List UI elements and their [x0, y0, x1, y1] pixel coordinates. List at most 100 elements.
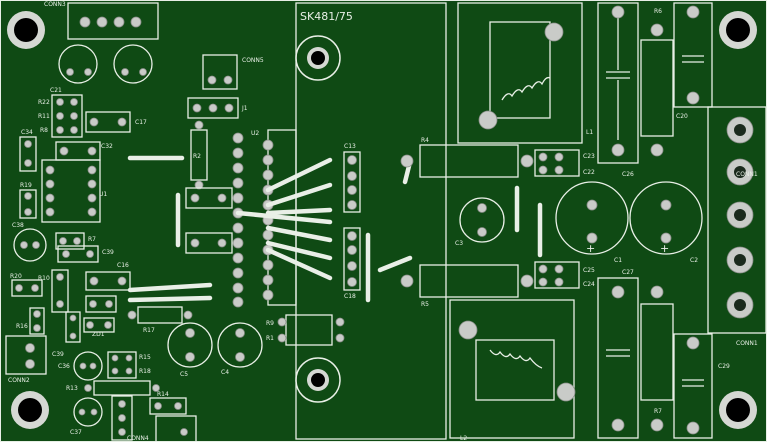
mounting-hole-bottom-left: [11, 391, 49, 429]
c36-label: C36: [58, 363, 70, 370]
r7-label: R7: [654, 408, 662, 415]
lower-cap-pads: [185, 232, 233, 254]
c39-lower-label: C39: [52, 351, 64, 358]
c40-footprint: [85, 295, 117, 313]
c4-label: C4: [221, 369, 229, 376]
c1-label: C1: [614, 257, 622, 264]
heatsink-outline: [267, 2, 447, 440]
r2-footprint: [190, 120, 208, 190]
c34-label: C34: [21, 129, 33, 136]
c16-label: C16: [117, 262, 129, 269]
l1-footprint: [457, 2, 583, 144]
u2-label: U2: [251, 130, 259, 137]
j1-footprint: [187, 97, 239, 119]
c17-footprint: [85, 111, 131, 133]
r14-footprint: [149, 397, 187, 415]
c38-label: C38: [12, 222, 24, 229]
r10-label: R10: [38, 275, 50, 282]
c22-label: C22: [583, 169, 595, 176]
l2-footprint: [449, 299, 576, 439]
heatsink-label: SK481/75: [300, 10, 353, 23]
conn1-label-bottom: CONN1: [736, 340, 758, 347]
r16-pads: [29, 307, 45, 335]
r19-footprint: [19, 189, 37, 219]
c22-c23-pads: [534, 149, 580, 177]
upper-cap-pads: [185, 187, 233, 209]
c39-lower-footprint: [65, 311, 81, 343]
r13-footprint: [84, 380, 160, 396]
c24-label: C24: [583, 281, 595, 288]
c17-label: C17: [135, 119, 147, 126]
c26-footprint: [597, 2, 639, 164]
conn1-footprint: [707, 106, 767, 334]
r17-footprint: [127, 306, 193, 324]
c16-footprint: [85, 271, 131, 291]
zd1-label: ZD1: [92, 331, 105, 338]
r5-footprint: [400, 264, 534, 298]
conn2-footprint: [5, 335, 47, 375]
l2-label: L2: [460, 435, 467, 442]
r15-r18-pads: [107, 351, 137, 379]
c39-label: C39: [102, 249, 114, 256]
c37-label: C37: [70, 429, 82, 436]
r11-label: R11: [38, 113, 50, 120]
mounting-hole-bottom-right: [719, 391, 757, 429]
c1-footprint: +: [555, 181, 629, 255]
c37-footprint: [73, 397, 103, 427]
c5-footprint: [167, 322, 213, 368]
u2-pin-column-left: [232, 132, 244, 308]
c13-label: C13: [344, 143, 356, 150]
r18-label: R18: [139, 368, 151, 375]
c3-label: C3: [455, 240, 463, 247]
u2-pin-column-right: [262, 139, 274, 301]
svg-text:+: +: [660, 242, 669, 255]
c4-footprint: [217, 322, 263, 368]
r17-label: R17: [143, 327, 155, 334]
r4-footprint: [400, 144, 534, 178]
r9-label: R9: [266, 320, 274, 327]
c18-label: C18: [344, 293, 356, 300]
r16-label: R16: [16, 323, 28, 330]
j1-label: J1: [241, 105, 248, 112]
conn1-label: CONN1: [736, 171, 758, 178]
zd1-footprint: [83, 317, 115, 333]
c2-label: C2: [690, 257, 698, 264]
conn4-footprint: [111, 395, 133, 441]
c27-label: C27: [622, 269, 634, 276]
r5-label: R5: [421, 301, 429, 308]
c29-footprint: [673, 333, 713, 439]
conn4-label: CONN4: [127, 435, 149, 442]
c32-label: C32: [101, 143, 113, 150]
r14-label: R14: [157, 391, 169, 398]
c18-footprint: [343, 227, 361, 291]
left-mid-pads: [55, 232, 99, 263]
r15-label: R15: [139, 354, 151, 361]
c23-label: C23: [583, 153, 595, 160]
r22-r11-r8-stack: [51, 94, 83, 138]
conn2-label: CONN2: [8, 377, 30, 384]
c3-footprint: [459, 197, 505, 243]
c13-footprint: [343, 151, 361, 213]
trace-fanout: [127, 155, 543, 303]
c24-c25-pads: [534, 261, 580, 289]
l1-label: L1: [586, 129, 593, 136]
r7-left-label: R7: [88, 236, 96, 243]
r6-footprint: [640, 23, 674, 157]
c29-label: C29: [718, 363, 730, 370]
c20-footprint: [673, 2, 713, 108]
r8-label: R8: [40, 127, 48, 134]
c36-footprint: [73, 351, 103, 381]
c38-footprint: [13, 228, 47, 262]
bottom-connector: [155, 415, 197, 442]
conn5-footprint: [202, 54, 238, 90]
c27-footprint: [597, 277, 639, 439]
r19-label: R19: [20, 182, 32, 189]
c25-label: C25: [583, 267, 595, 274]
r22-label: R22: [38, 99, 50, 106]
top-left-caps: [58, 44, 153, 84]
r20-label: R20: [10, 273, 22, 280]
c5-label: C5: [180, 371, 188, 378]
c2-footprint: +: [629, 181, 703, 255]
